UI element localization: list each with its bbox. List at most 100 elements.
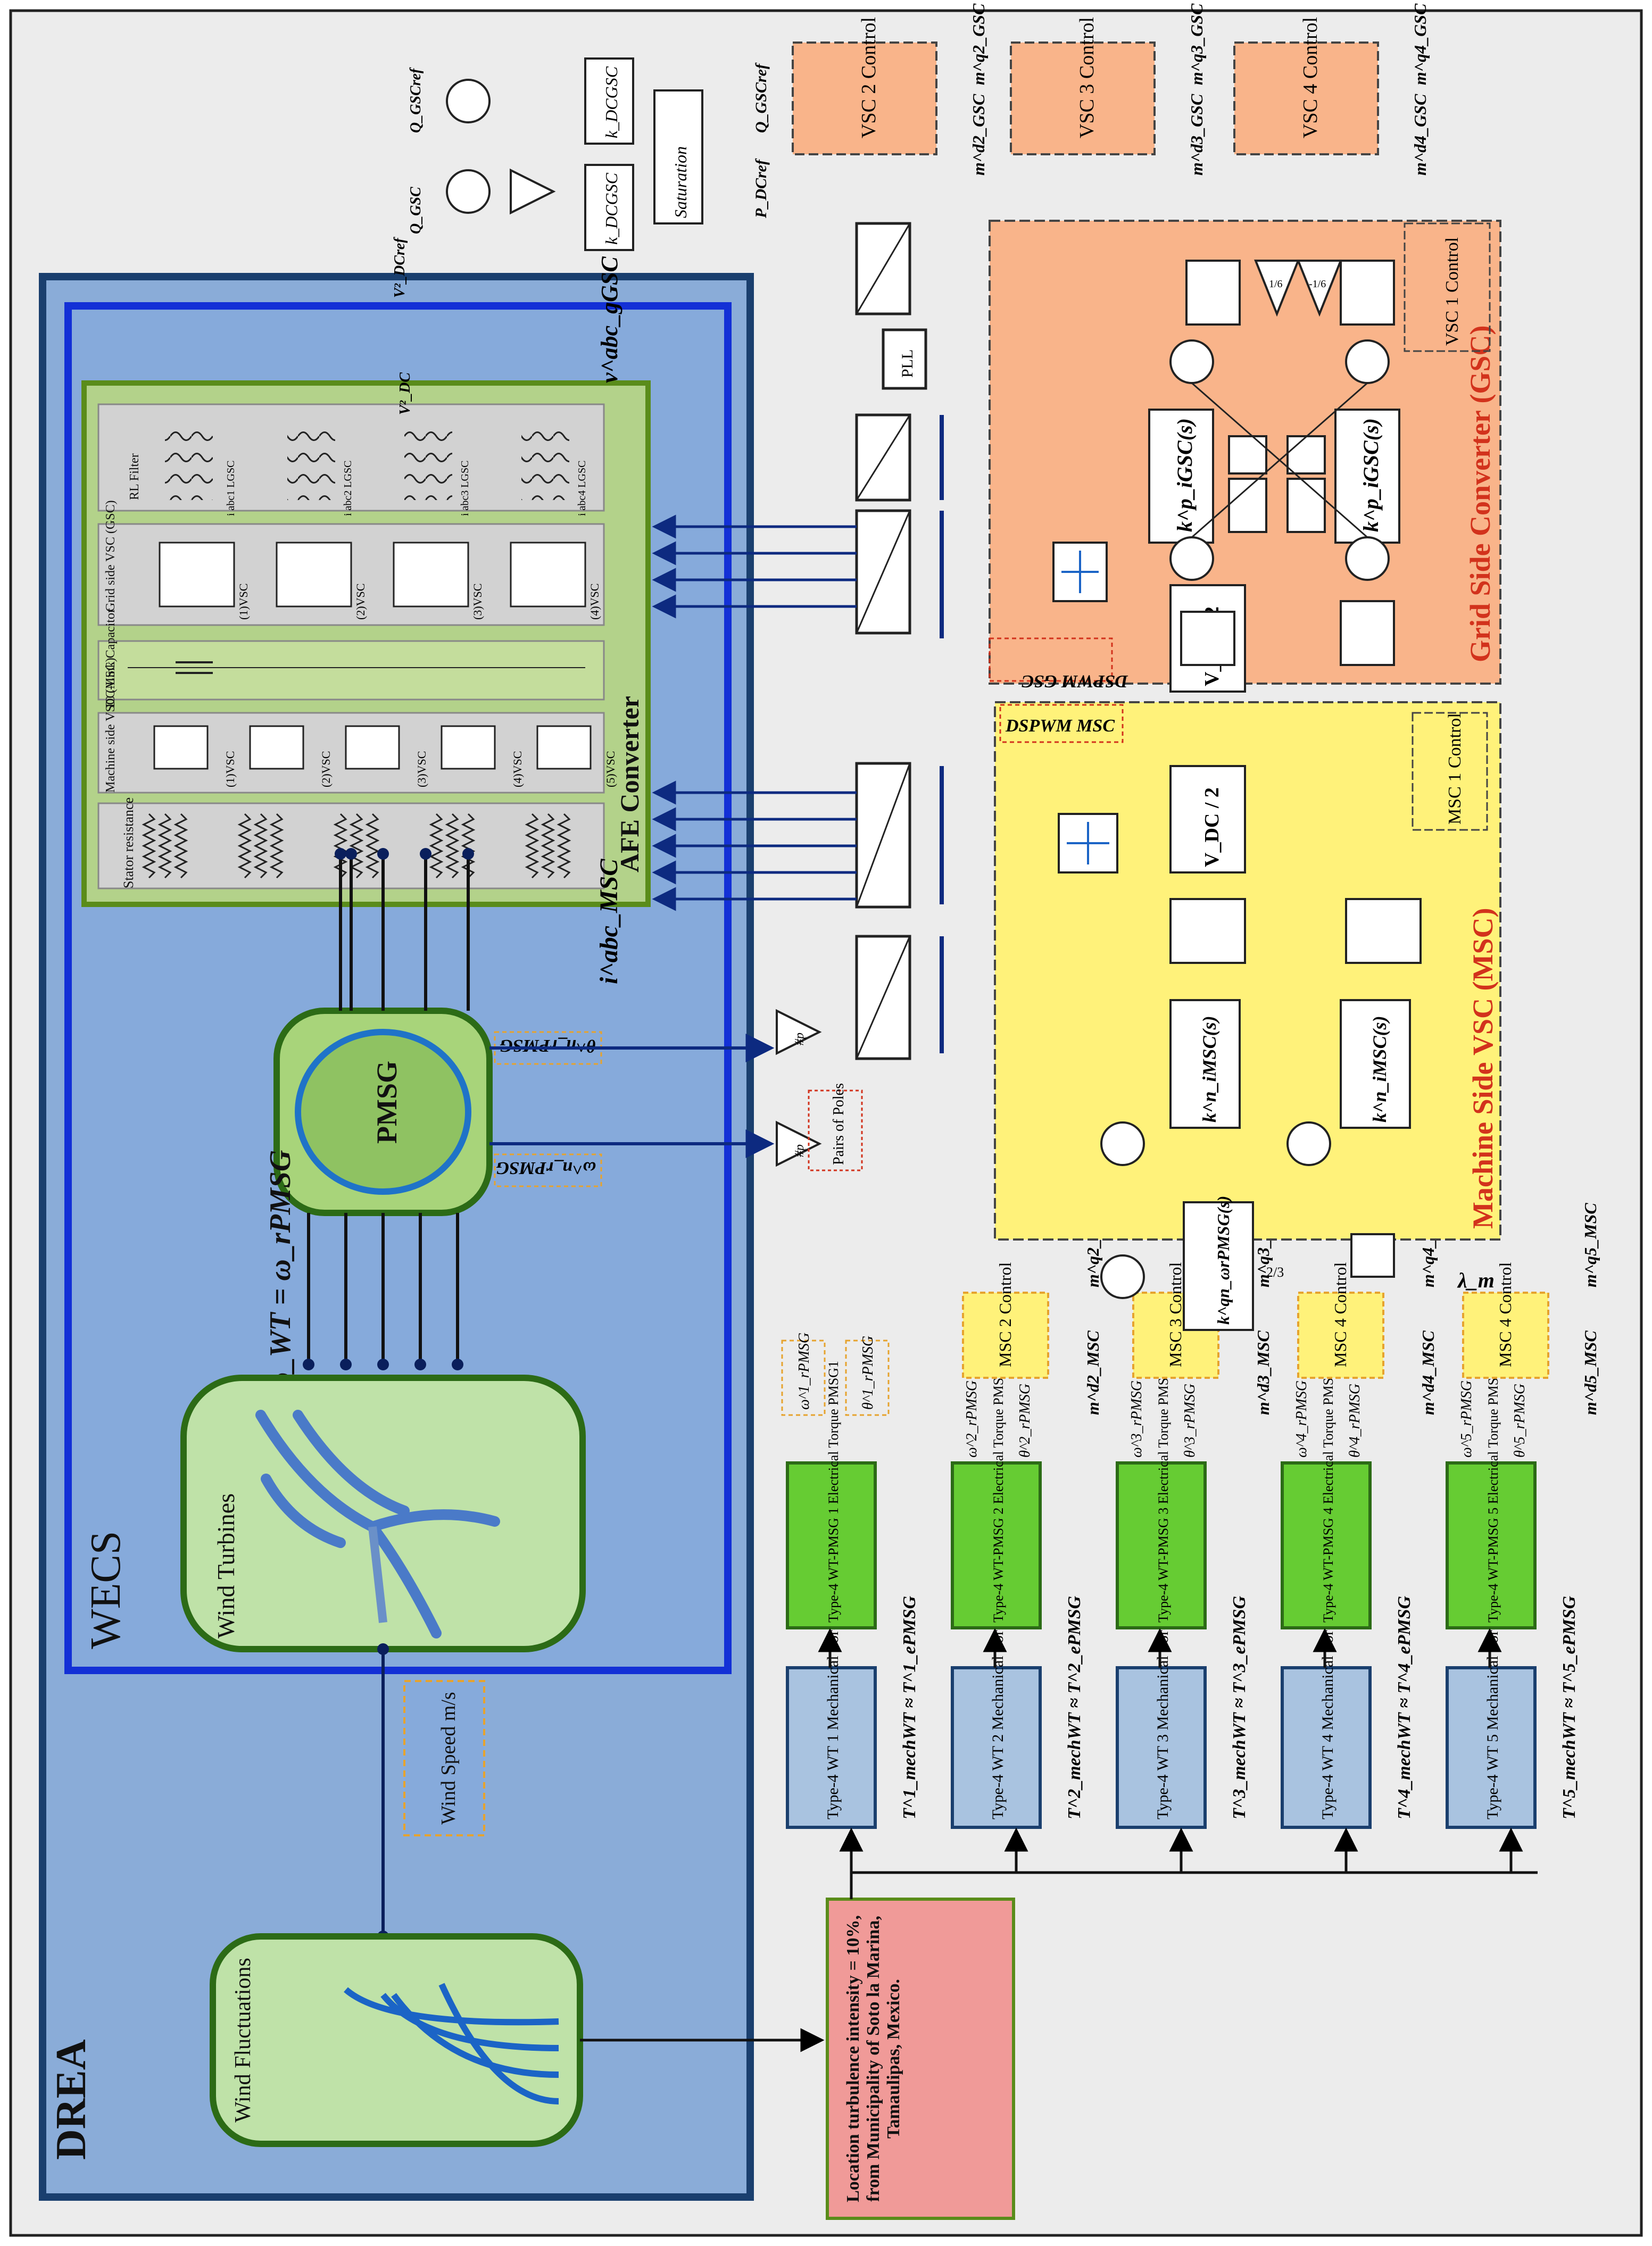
msc-transforms (855, 762, 911, 1060)
dspwm-gsc-label: DSPWM GSC (1022, 671, 1128, 691)
dc-voltage-loop: k_DCGSC k_DCGSC Saturation Q_GSCref Q_GS… (392, 57, 770, 415)
msc-unit-3: (3)VSC (415, 751, 428, 787)
rl-filter-coils: i abc1 LGSC i abc2 LGSC i abc3 LGSC i ab… (165, 420, 588, 516)
pll-label: PLL (899, 350, 916, 378)
rl-label-1: i abc1 LGSC (225, 461, 237, 516)
msc-control-3: MSC 3 Control (1166, 1262, 1185, 1367)
rotor-omega-4: ω^4_rPMSG (1293, 1380, 1310, 1458)
msc-out-d4: m^d4_MSC (1418, 1330, 1438, 1415)
msc-unit-4: (4)VSC (511, 751, 524, 787)
wind-fluctuations-label: Wind Fluctuations (231, 1958, 255, 2123)
msc-vdc-half: V_DC / 2 (1201, 787, 1223, 867)
gsc-region-label: Grid Side Converter (GSC) (1464, 326, 1496, 662)
dclink-section (97, 640, 605, 701)
saturation-label: Saturation (671, 146, 690, 218)
rotor-omega-5: ω^5_rPMSG (1458, 1380, 1475, 1458)
pmsg-label: PMSG (371, 1061, 403, 1144)
torque-eq-5: T^5_mechWT ≈ T^5_ePMSG (1559, 1596, 1579, 1819)
location-text: Location turbulence intensity = 10%, fro… (843, 1915, 903, 2202)
gsc-out-q3: m^q3_GSC (1187, 3, 1206, 85)
gsc-neg-one-sixth: -1/6 (1309, 278, 1326, 290)
wind-turbines-block: Wind Turbines (180, 1375, 586, 1652)
msc-control-2: MSC 2 Control (995, 1262, 1015, 1367)
pairs-of-poles: Pairs of Poles (831, 1083, 847, 1165)
gsc-transforms: PLL (855, 222, 927, 635)
gsc-vsc-label: Grid side VSC (GSC) (104, 500, 118, 612)
msc-unit-2: (2)VSC (319, 751, 333, 787)
gsc-unit-2: (2)VSC (354, 584, 367, 620)
rotor-omega-3: ω^3_rPMSG (1128, 1380, 1145, 1458)
gsc-out-q2: m^q2_GSC (969, 3, 988, 85)
gsc-unit-4: (4)VSC (588, 584, 601, 620)
q-gscref: Q_GSCref (408, 67, 424, 133)
msc-vsc-label: Machine side VSC (MSC) (104, 658, 118, 793)
pmsg-block: PMSG (273, 1008, 493, 1216)
gsc-unit-1: (1)VSC (237, 584, 250, 620)
pole-gain-1: #p (793, 1033, 807, 1045)
v2-dc: V²_DC (397, 372, 413, 415)
gsc-out-d3: m^d3_GSC (1187, 94, 1206, 176)
rotor-theta-4: θ^4_rPMSG (1347, 1384, 1363, 1458)
vsc-controls: VSC 2 Control VSC 3 Control VSC 4 Contro… (792, 17, 1379, 155)
pole-gain-2: #p (793, 1144, 807, 1157)
wind-turbines-label: Wind Turbines (212, 1493, 239, 1638)
q-gsc: Q_GSC (408, 187, 424, 234)
omega-rpmsg: ω^n_rPMSG (496, 1158, 596, 1178)
msc-out-q5: m^q5_MSC (1581, 1203, 1600, 1287)
gsc-kp-1: k^p_iGSC(s) (1173, 418, 1197, 532)
elec-block-5: Type-4 WT-PMSG 5 Electrical Torque PMSG5 (1485, 1361, 1501, 1623)
afe-converter: Stator resistance Machine side VSC (MSC)… (81, 380, 651, 907)
v-ggsc-abc: v^abc_gGSC (596, 256, 622, 383)
msc-unit-5: (5)VSC (604, 751, 617, 787)
rl-label-3: i abc3 LGSC (459, 461, 471, 516)
dclink-capacitor (128, 661, 585, 674)
gsc-kp-2: k^p_iGSC(s) (1359, 418, 1383, 532)
wind-speed-box (403, 1680, 485, 1836)
dspwm-msc-label: DSPWM MSC (1005, 716, 1115, 736)
msc-omega-controller: k^qn_ωrPMSG(s) (1214, 1196, 1233, 1325)
msc-kn-2: k^n_iMSC(s) (1369, 1016, 1390, 1122)
rotor-theta-2: θ^2_rPMSG (1017, 1384, 1033, 1458)
q-gscref-out: Q_GSCref (752, 62, 770, 133)
omega-equation: ω_WT = ω_rPMSG (264, 1150, 297, 1394)
msc-out-d5: m^d5_MSC (1581, 1330, 1600, 1415)
rotor-outputs: ω^1_rPMSG θ^1_rPMSG ω^2_rPMSG θ^2_rPMSG … (781, 1333, 1528, 1458)
msc-control-region: Machine Side VSC (MSC) MSC 1 Control DSP… (994, 701, 1501, 1331)
gsc-out-d2: m^d2_GSC (969, 94, 988, 176)
dclink-label: DC-Link Capacitor (104, 609, 118, 708)
elec-block-3: Type-4 WT-PMSG 3 Electrical Torque PMSG3 (1156, 1361, 1171, 1623)
gsc-outputs: m^q2_GSC m^d2_GSC m^q3_GSC m^d3_GSC m^q4… (969, 3, 1430, 176)
modulation-signal-lines (652, 514, 857, 911)
torque-eq-3: T^3_mechWT ≈ T^3_ePMSG (1230, 1596, 1249, 1819)
msc-control-4: MSC 4 Control (1331, 1262, 1350, 1367)
i-msc-abc: i^abc_MSC (595, 859, 623, 984)
location-box: Location turbulence intensity = 10%, fro… (826, 1898, 1015, 2220)
torque-equations: T^1_mechWT ≈ T^1_ePMSG T^2_mechWT ≈ T^2_… (900, 1596, 1579, 1819)
rl-label: RL Filter (128, 453, 142, 500)
theta-rpmsg: θ^n_rPMSG (500, 1036, 596, 1055)
gsc-out-d4: m^d4_GSC (1410, 94, 1430, 176)
gsc-control-region: Grid Side Converter (GSC) VSC 1 Control … (989, 220, 1501, 693)
msc-vsc-units: (1)VSC (2)VSC (3)VSC (4)VSC (5)VSC (153, 725, 617, 787)
msc-out-d2: m^d2_MSC (1083, 1330, 1102, 1415)
wind-speed-label: Wind Speed m/s (437, 1692, 460, 1825)
stator-label: Stator resistance (121, 797, 136, 888)
rl-label-2: i abc2 LGSC (342, 461, 354, 516)
wecs-label: WECS (82, 1531, 129, 1649)
pole-gains: Pairs of Poles #p #p (776, 1009, 863, 1171)
vsc-control-2: VSC 2 Control (858, 17, 880, 138)
msc-control-5: MSC 4 Control (1496, 1262, 1515, 1367)
gsc-unit-3: (3)VSC (471, 584, 484, 620)
rl-label-4: i abc4 LGSC (576, 461, 588, 516)
rotor-omega-1: ω^1_rPMSG (796, 1333, 812, 1410)
stator-resistors (142, 813, 571, 879)
k-dcgsc-1: k_DCGSC (602, 66, 621, 138)
rotor-theta-5: θ^5_rPMSG (1512, 1384, 1528, 1458)
connection-dots (303, 848, 474, 1370)
vsc-control-4: VSC 4 Control (1299, 17, 1322, 138)
rotor-omega-2: ω^2_rPMSG (964, 1380, 980, 1458)
k-dcgsc-2: k_DCGSC (602, 172, 621, 245)
msc-kn-1: k^n_iMSC(s) (1199, 1016, 1220, 1122)
msc-controls: MSC 2 Control MSC 3 Control MSC 4 Contro… (962, 1262, 1549, 1379)
